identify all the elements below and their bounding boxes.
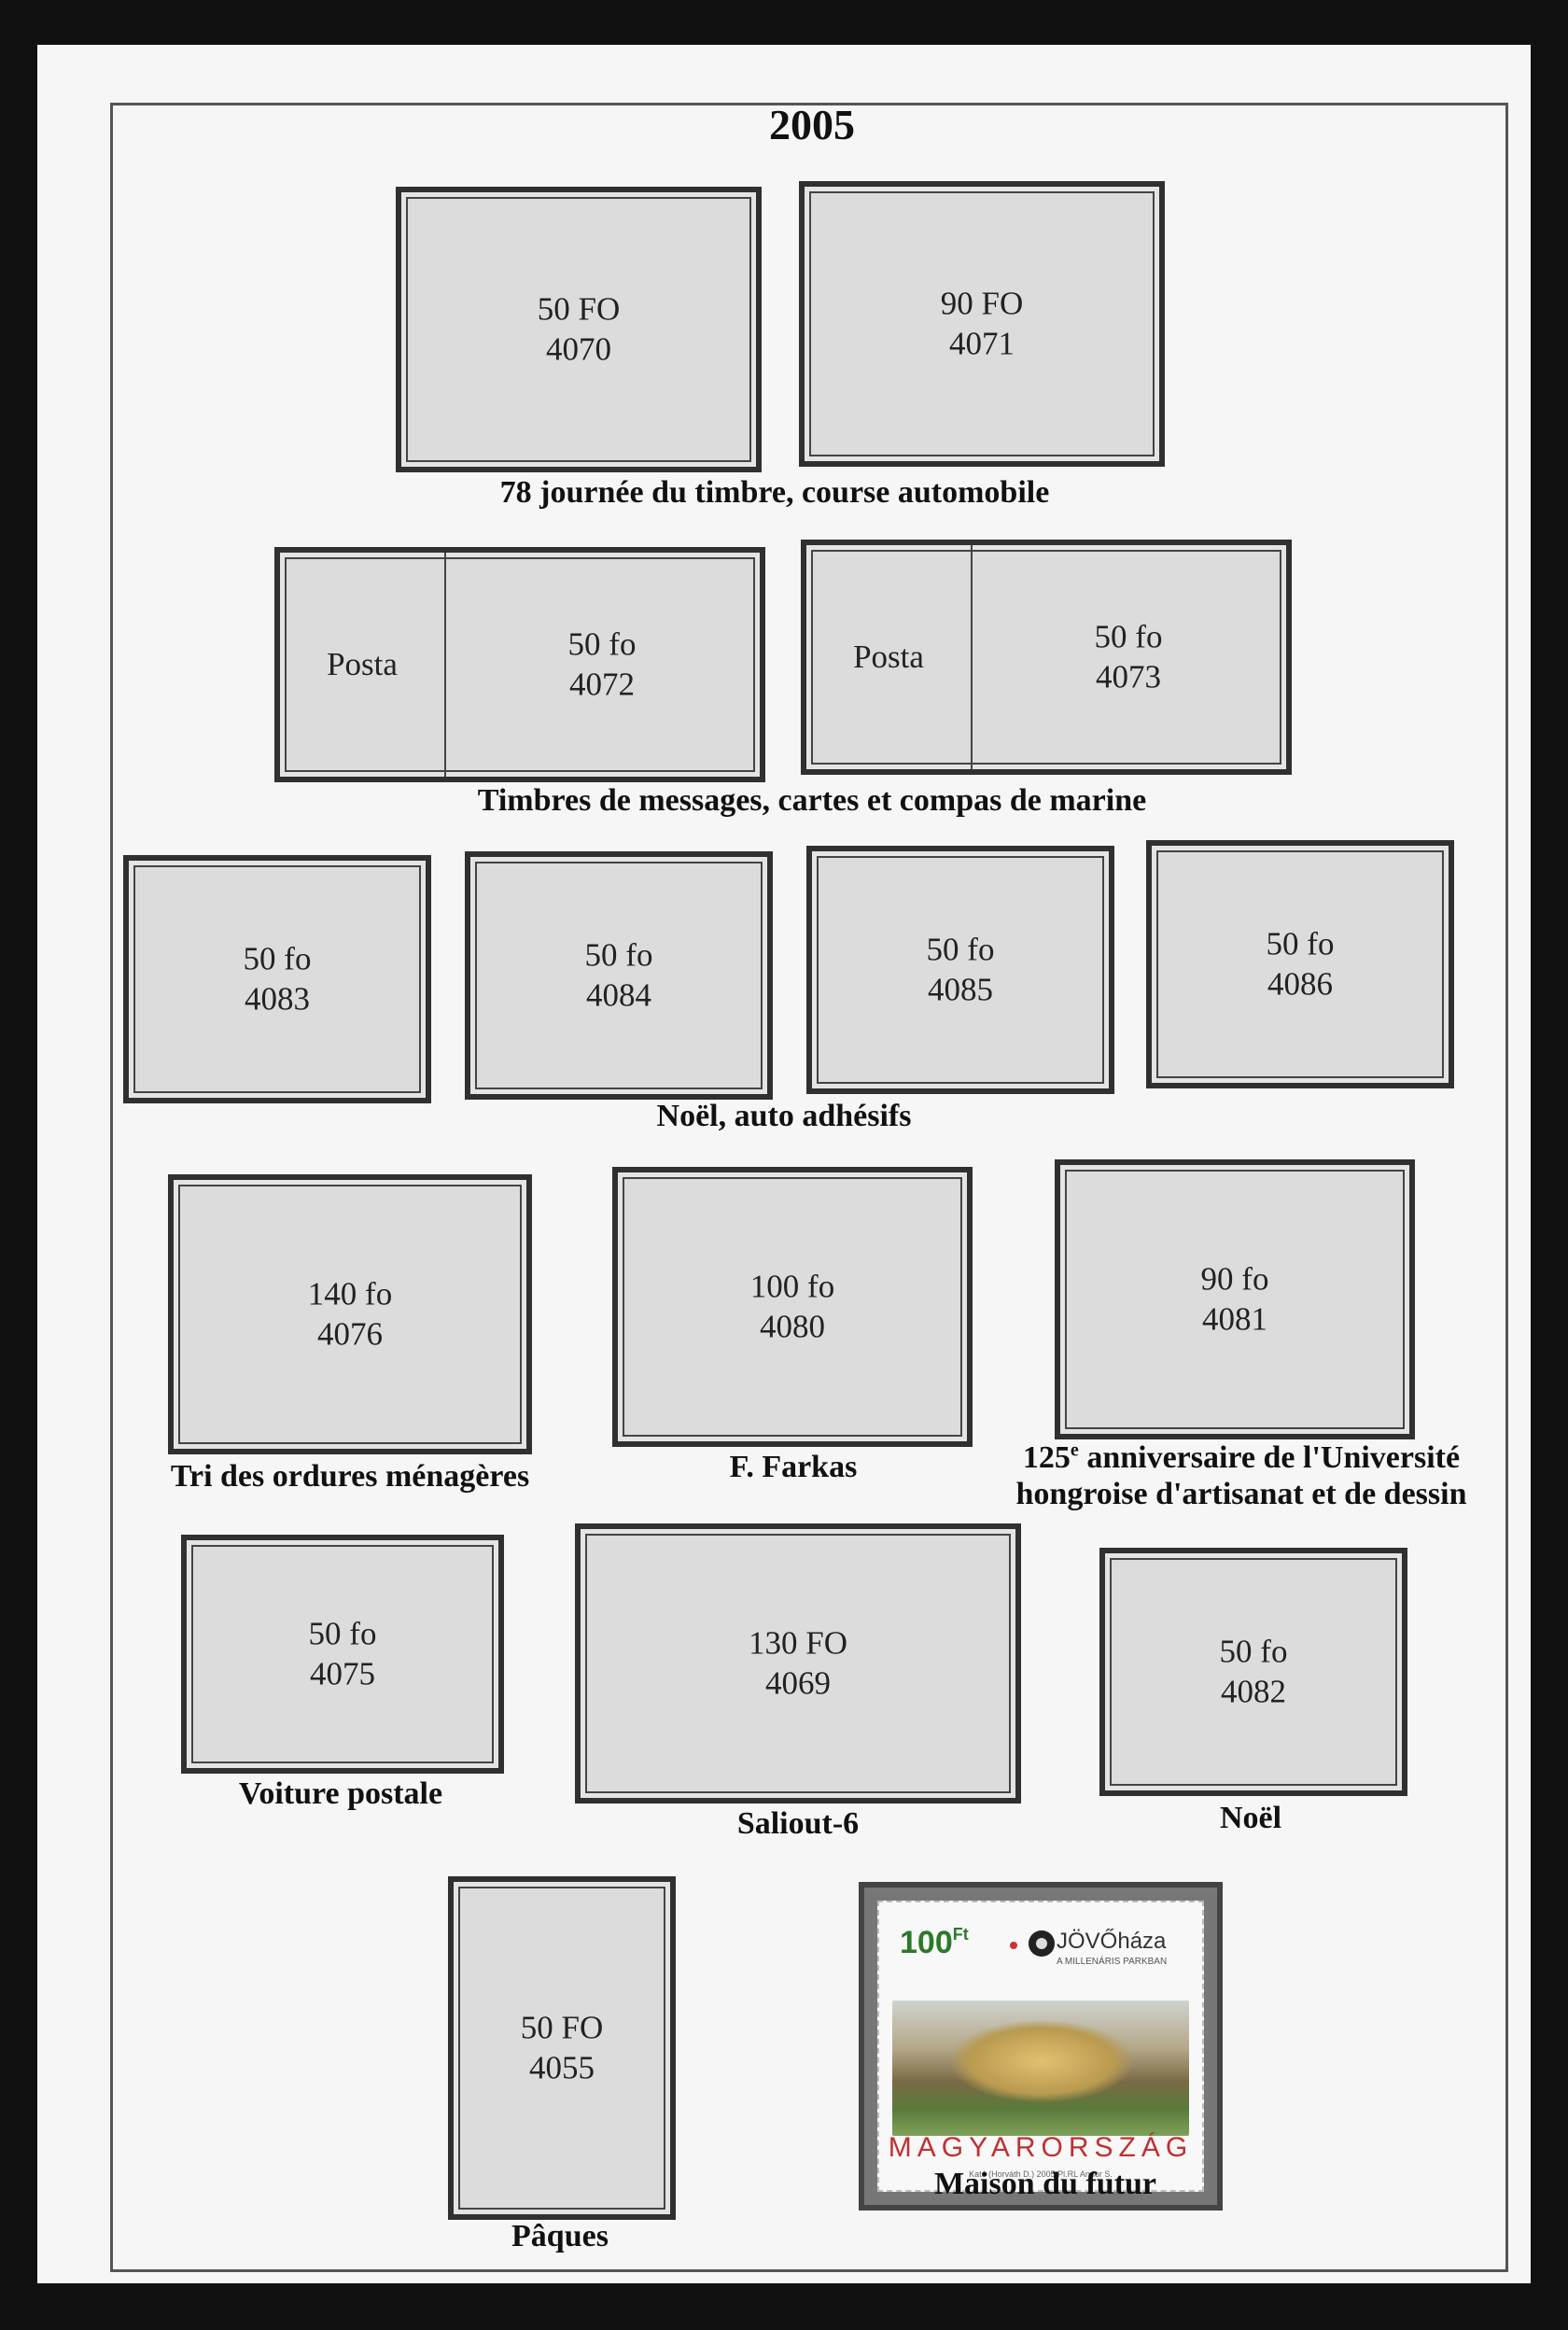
slot-number: 4082 xyxy=(1221,1673,1286,1709)
caption-4081: 125e anniversaire de l'Université hongro… xyxy=(989,1439,1493,1512)
building-roof-icon xyxy=(948,2019,1135,2103)
slot-value: 140 fo xyxy=(307,1275,393,1312)
caption-4082: Noël xyxy=(1219,1801,1282,1835)
caption-ordinal: 125 xyxy=(1022,1440,1071,1475)
page-title: 2005 xyxy=(769,101,855,148)
stamp-building-picture xyxy=(892,2000,1189,2136)
caption-4076: Tri des ordures ménagères xyxy=(170,1459,530,1494)
stamp-face-value: 100Ft xyxy=(900,1925,969,1960)
slot-value: 50 fo xyxy=(567,625,637,663)
caption-maison-du-futur: Maison du futur xyxy=(933,2167,1157,2201)
slot-side-label: Posta xyxy=(327,646,398,682)
disc-logo-icon xyxy=(1029,1930,1055,1957)
slot-value: 50 FO xyxy=(520,2009,604,2046)
slot-value: 50 fo xyxy=(584,936,653,974)
slot-side-label: Posta xyxy=(853,639,924,675)
slot-value: 50 fo xyxy=(243,940,312,977)
slot-value: 90 FO xyxy=(940,285,1024,322)
slot-number: 4075 xyxy=(310,1655,375,1691)
mounted-stamp-maison-du-futur: 100Ft JÖVŐháza A MILLENÁRIS PARKBAN MAGY… xyxy=(859,1882,1223,2211)
caption-4080: F. Farkas xyxy=(729,1450,858,1484)
slot-value: 50 FO xyxy=(537,290,621,328)
slot-number: 4072 xyxy=(569,666,635,702)
stamp-brand: JÖVŐháza xyxy=(1057,1929,1167,1954)
caption-row-1: 78 journée du timbre, course automobile xyxy=(499,475,1050,510)
slot-number: 4069 xyxy=(765,1664,831,1701)
stamp-country: MAGYARORSZÁG xyxy=(888,2132,1194,2163)
slot-number: 4071 xyxy=(949,325,1015,361)
slot-number: 4070 xyxy=(546,330,611,367)
caption-superscript: e xyxy=(1070,1439,1079,1461)
slot-value: 90 fo xyxy=(1200,1260,1269,1298)
stamp-paper: 100Ft JÖVŐháza A MILLENÁRIS PARKBAN MAGY… xyxy=(877,1901,1204,2192)
caption-4069: Saliout-6 xyxy=(736,1806,860,1841)
slot-number: 4085 xyxy=(928,971,993,1007)
slot-number: 4073 xyxy=(1096,658,1161,695)
red-dot-icon xyxy=(1010,1942,1017,1949)
stamp-credit: Kató (Horváth D.) 2005 Pl.RL Andor S. xyxy=(969,2169,1113,2179)
slot-value: 130 FO xyxy=(749,1624,847,1662)
slot-value: 50 fo xyxy=(1266,925,1335,962)
stamp-brand-sub: A MILLENÁRIS PARKBAN xyxy=(1057,1957,1168,1967)
slot-number: 4076 xyxy=(317,1315,383,1352)
slot-value: 50 fo xyxy=(926,931,995,968)
page-frame xyxy=(110,103,1508,2272)
caption-row-3: Noël, auto adhésifs xyxy=(656,1099,912,1133)
caption-line-1: anniversaire de l'Université xyxy=(1078,1440,1461,1475)
caption-line-2: hongroise d'artisanat et de dessin xyxy=(1015,1477,1467,1512)
caption-4075: Voiture postale xyxy=(238,1776,443,1811)
slot-value: 100 fo xyxy=(749,1268,835,1305)
slot-number: 4081 xyxy=(1202,1300,1267,1337)
slot-value: 50 fo xyxy=(1219,1633,1288,1670)
slot-value: 50 fo xyxy=(308,1615,377,1652)
slot-number: 4086 xyxy=(1267,965,1333,1002)
caption-row-2: Timbres de messages, cartes et compas de… xyxy=(477,783,1147,818)
slot-value: 50 fo xyxy=(1094,618,1163,655)
slot-number: 4084 xyxy=(586,976,651,1013)
slot-number: 4055 xyxy=(529,2049,595,2085)
slot-number: 4080 xyxy=(760,1308,825,1344)
caption-4055: Pâques xyxy=(511,2219,609,2253)
slot-number: 4083 xyxy=(245,980,310,1017)
